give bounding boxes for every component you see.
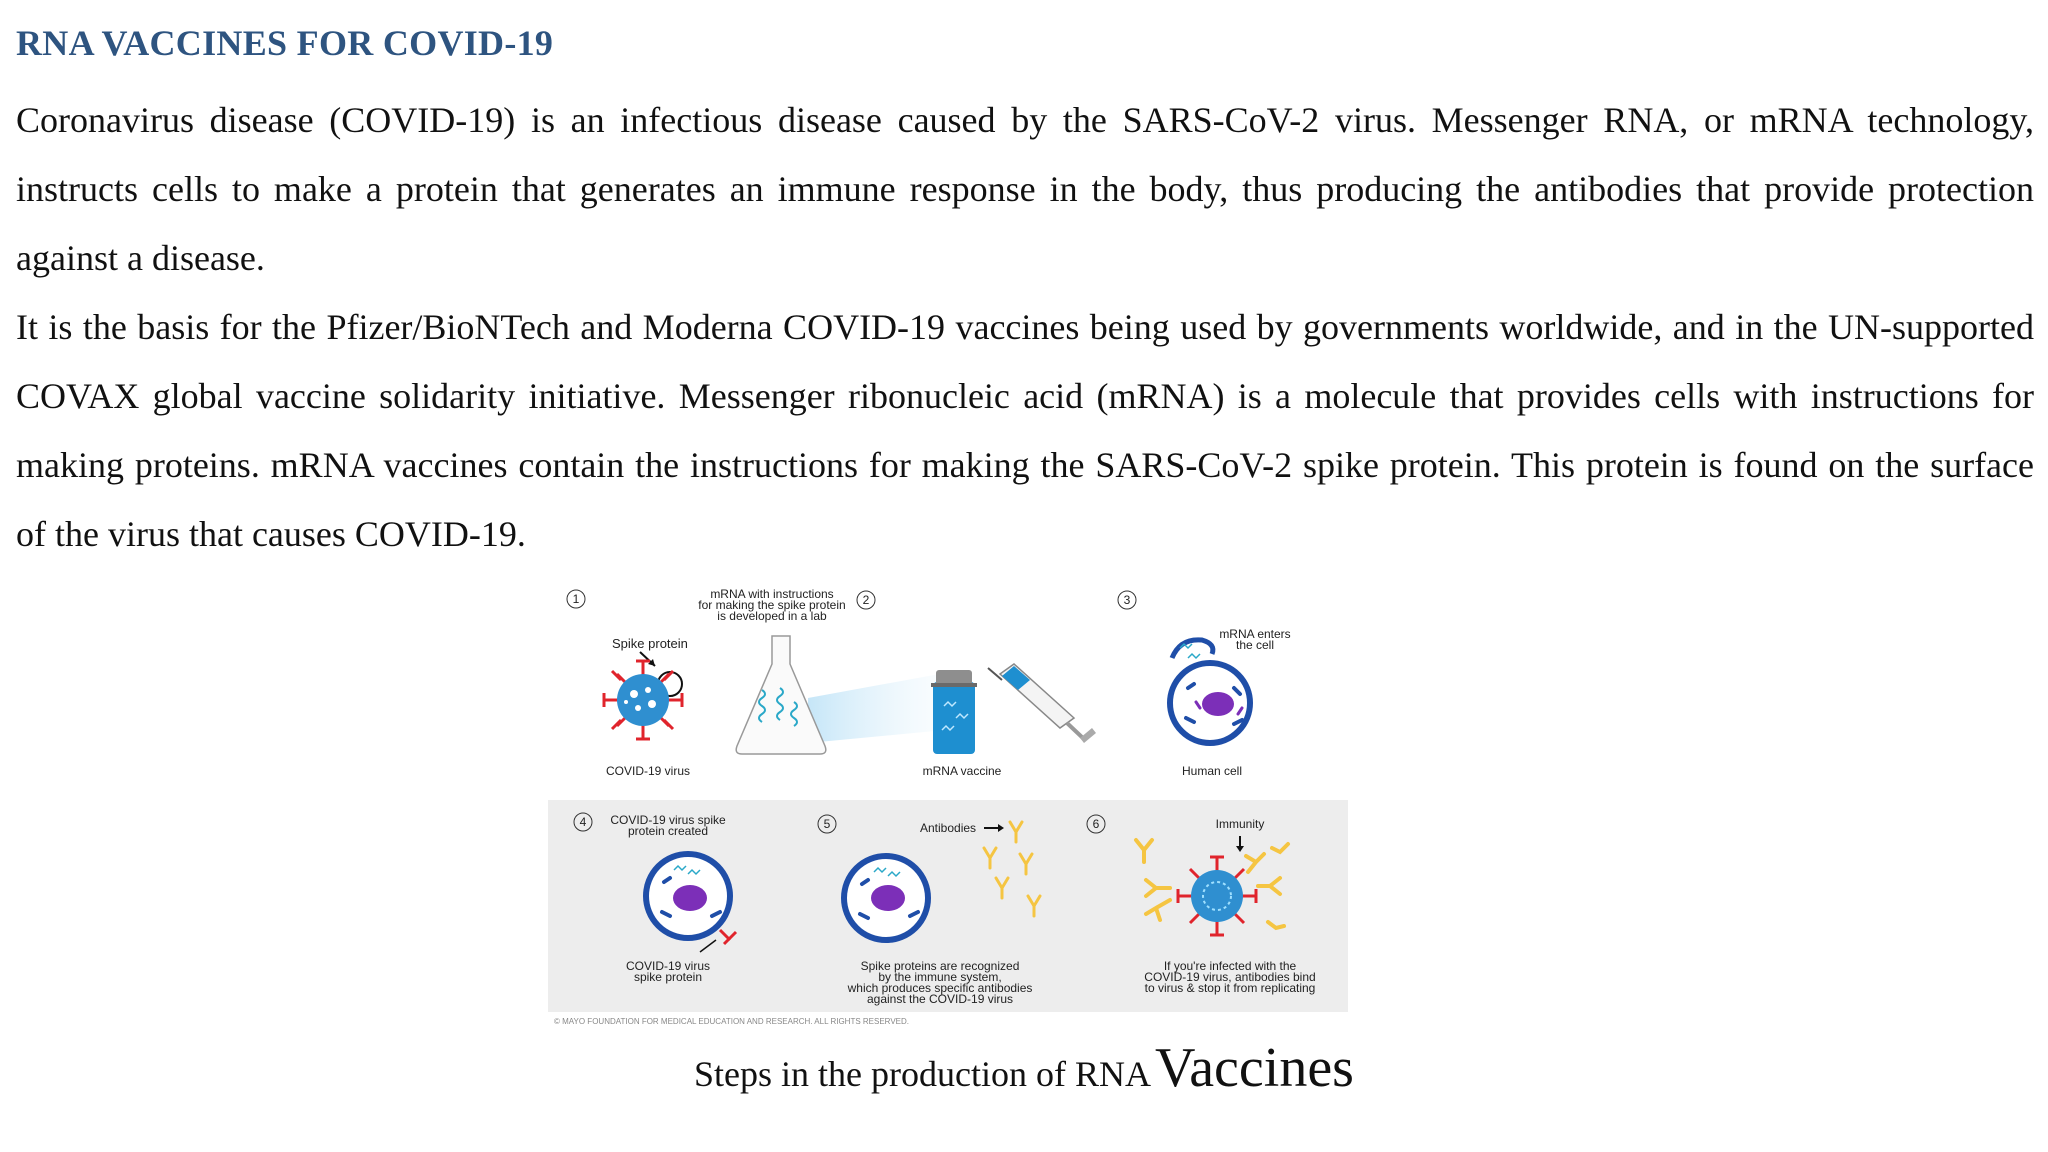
neutralized-virus: [1191, 870, 1243, 922]
step-3-label-line-1: mRNA enters: [1219, 627, 1290, 641]
step-3-human-cell: 3 mRNA enters the cell: [1117, 590, 1291, 778]
svg-text:4: 4: [580, 815, 587, 829]
step-5-bottom-line-3: which produces specific antibodies: [847, 981, 1033, 995]
syringe: [987, 663, 1096, 743]
svg-text:3: 3: [1124, 593, 1131, 607]
step-5-bottom-line-1: Spike proteins are recognized: [861, 959, 1020, 973]
caption-emphasis: Vaccines: [1154, 1037, 1354, 1099]
step-5-number: [817, 814, 837, 834]
copyright-notice: © MAYO FOUNDATION FOR MEDICAL EDUCATION …: [554, 1017, 909, 1026]
step-4-spike-created: 4 COVID-19 virus spike protein created: [573, 812, 738, 984]
step-5-antibodies: 5 Antibodies: [817, 814, 1042, 1006]
vaccine-vial: [933, 682, 975, 754]
step-5-bottom-line-2: by the immune system,: [878, 970, 1001, 984]
step-2-lab-vaccine: mRNA with instructions for making the sp…: [698, 587, 1096, 778]
step-6-number: [1086, 814, 1106, 834]
svg-text:6: 6: [1093, 817, 1100, 831]
step-1-number: [566, 589, 586, 609]
vaccine-steps-figure: 1 Spike protein: [540, 578, 1360, 1033]
step-5-bottom-line-4: against the COVID-19 virus: [867, 992, 1013, 1006]
step-6-bottom-line-3: to virus & stop it from replicating: [1145, 981, 1316, 995]
svg-text:2: 2: [863, 593, 870, 607]
mrna-paragraph: It is the basis for the Pfizer/BioNTech …: [16, 307, 2034, 554]
step-4-bottom-line-1: COVID-19 virus: [626, 959, 710, 973]
page-title: RNA VACCINES FOR COVID-19: [16, 23, 554, 63]
svg-text:5: 5: [824, 817, 831, 831]
step-4-bottom-line-2: spike protein: [634, 970, 702, 984]
step-2-label-line-2: for making the spike protein: [698, 598, 845, 612]
step-4-number: [573, 812, 593, 832]
step-6-bottom-line-2: COVID-19 virus, antibodies bind: [1144, 970, 1315, 984]
spike-protein-label: Spike protein: [612, 636, 688, 651]
step-2-label-line-3: is developed in a lab: [717, 609, 827, 623]
step-6-bottom-line-1: If you're infected with the: [1164, 959, 1297, 973]
caption-text: Steps in the production of RNA: [694, 1054, 1151, 1094]
step-1-virus: 1 Spike protein: [566, 589, 690, 778]
covid-virus-label: COVID-19 virus: [606, 764, 690, 778]
figure-caption: Steps in the production of RNA Vaccines: [0, 1036, 2048, 1100]
svg-text:1: 1: [573, 592, 580, 606]
antibodies-label: Antibodies: [920, 821, 976, 835]
step-3-number: [1117, 590, 1137, 610]
immunity-label: Immunity: [1216, 817, 1265, 831]
step-4-label-line-2: protein created: [628, 824, 708, 838]
mrna-vaccine-label: mRNA vaccine: [923, 764, 1002, 778]
step-6-immunity: 6 Immunity: [1086, 814, 1316, 995]
human-cell-label: Human cell: [1182, 764, 1242, 778]
step-4-label-line-1: COVID-19 virus spike: [610, 813, 726, 827]
intro-paragraph: Coronavirus disease (COVID-19) is an inf…: [16, 100, 2034, 278]
step-3-label-line-2: the cell: [1236, 638, 1274, 652]
step-2-number: [856, 590, 876, 610]
step-2-label-line-1: mRNA with instructions: [710, 587, 833, 601]
virus-body: [617, 674, 669, 726]
